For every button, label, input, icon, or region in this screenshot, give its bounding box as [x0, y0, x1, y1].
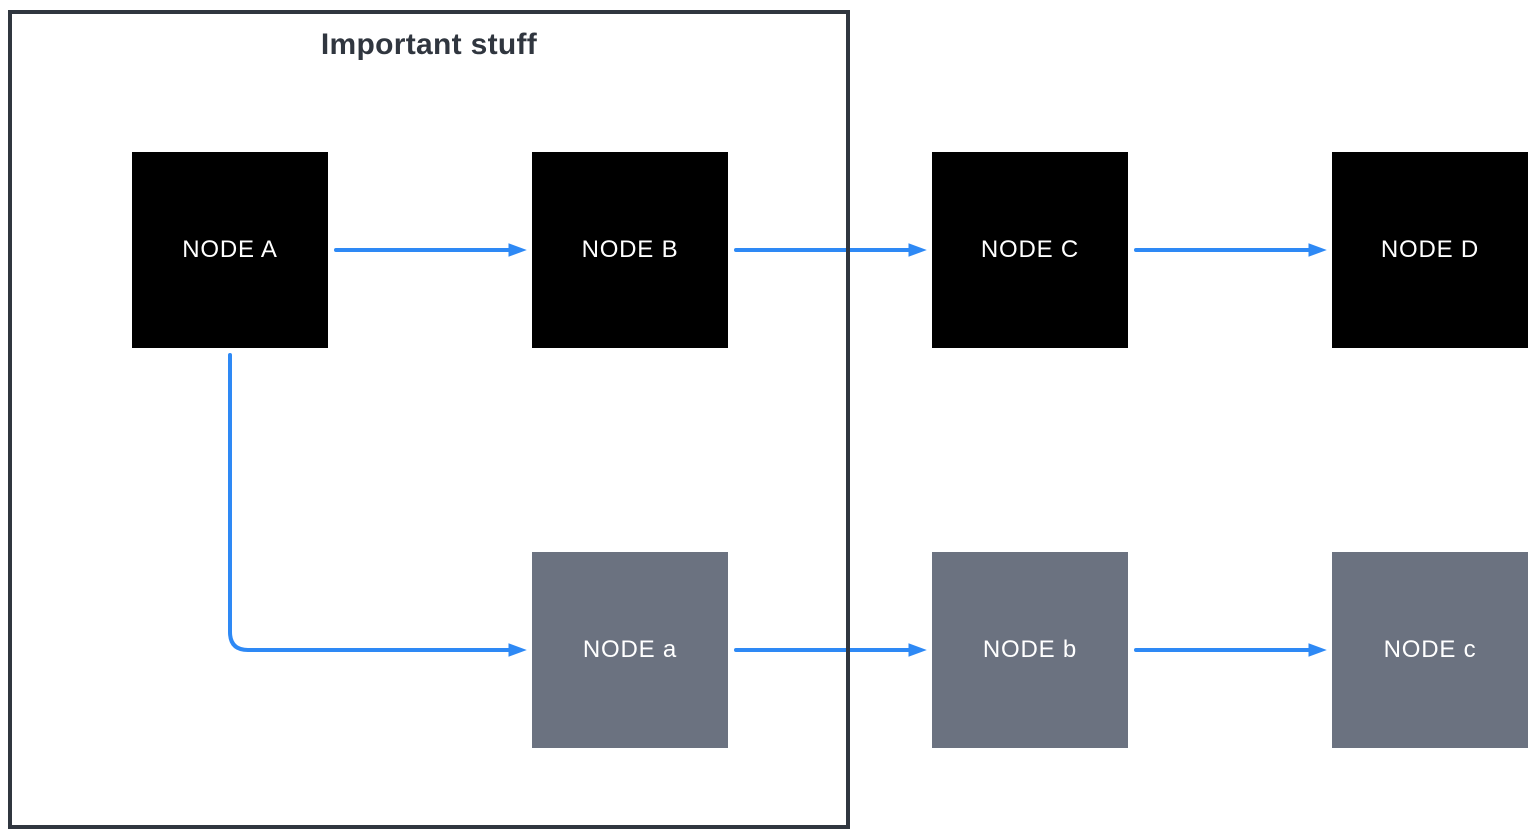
node-a-label: NODE a — [582, 636, 678, 663]
node-c[interactable]: NODE c — [1332, 552, 1528, 748]
node-b[interactable]: NODE b — [932, 552, 1128, 748]
node-D[interactable]: NODE D — [1332, 152, 1528, 348]
edge-nodeA-nodea-elbow[interactable] — [228, 353, 527, 657]
node-D-label: NODE D — [1380, 236, 1480, 263]
node-B[interactable]: NODE B — [532, 152, 728, 348]
node-A[interactable]: NODE A — [132, 152, 328, 348]
node-c-label: NODE c — [1383, 636, 1477, 663]
node-a[interactable]: NODE a — [532, 552, 728, 748]
node-C[interactable]: NODE C — [932, 152, 1128, 348]
node-b-label: NODE b — [982, 636, 1078, 663]
node-B-label: NODE B — [581, 236, 679, 263]
node-C-label: NODE C — [980, 236, 1080, 263]
node-A-label: NODE A — [182, 236, 278, 263]
